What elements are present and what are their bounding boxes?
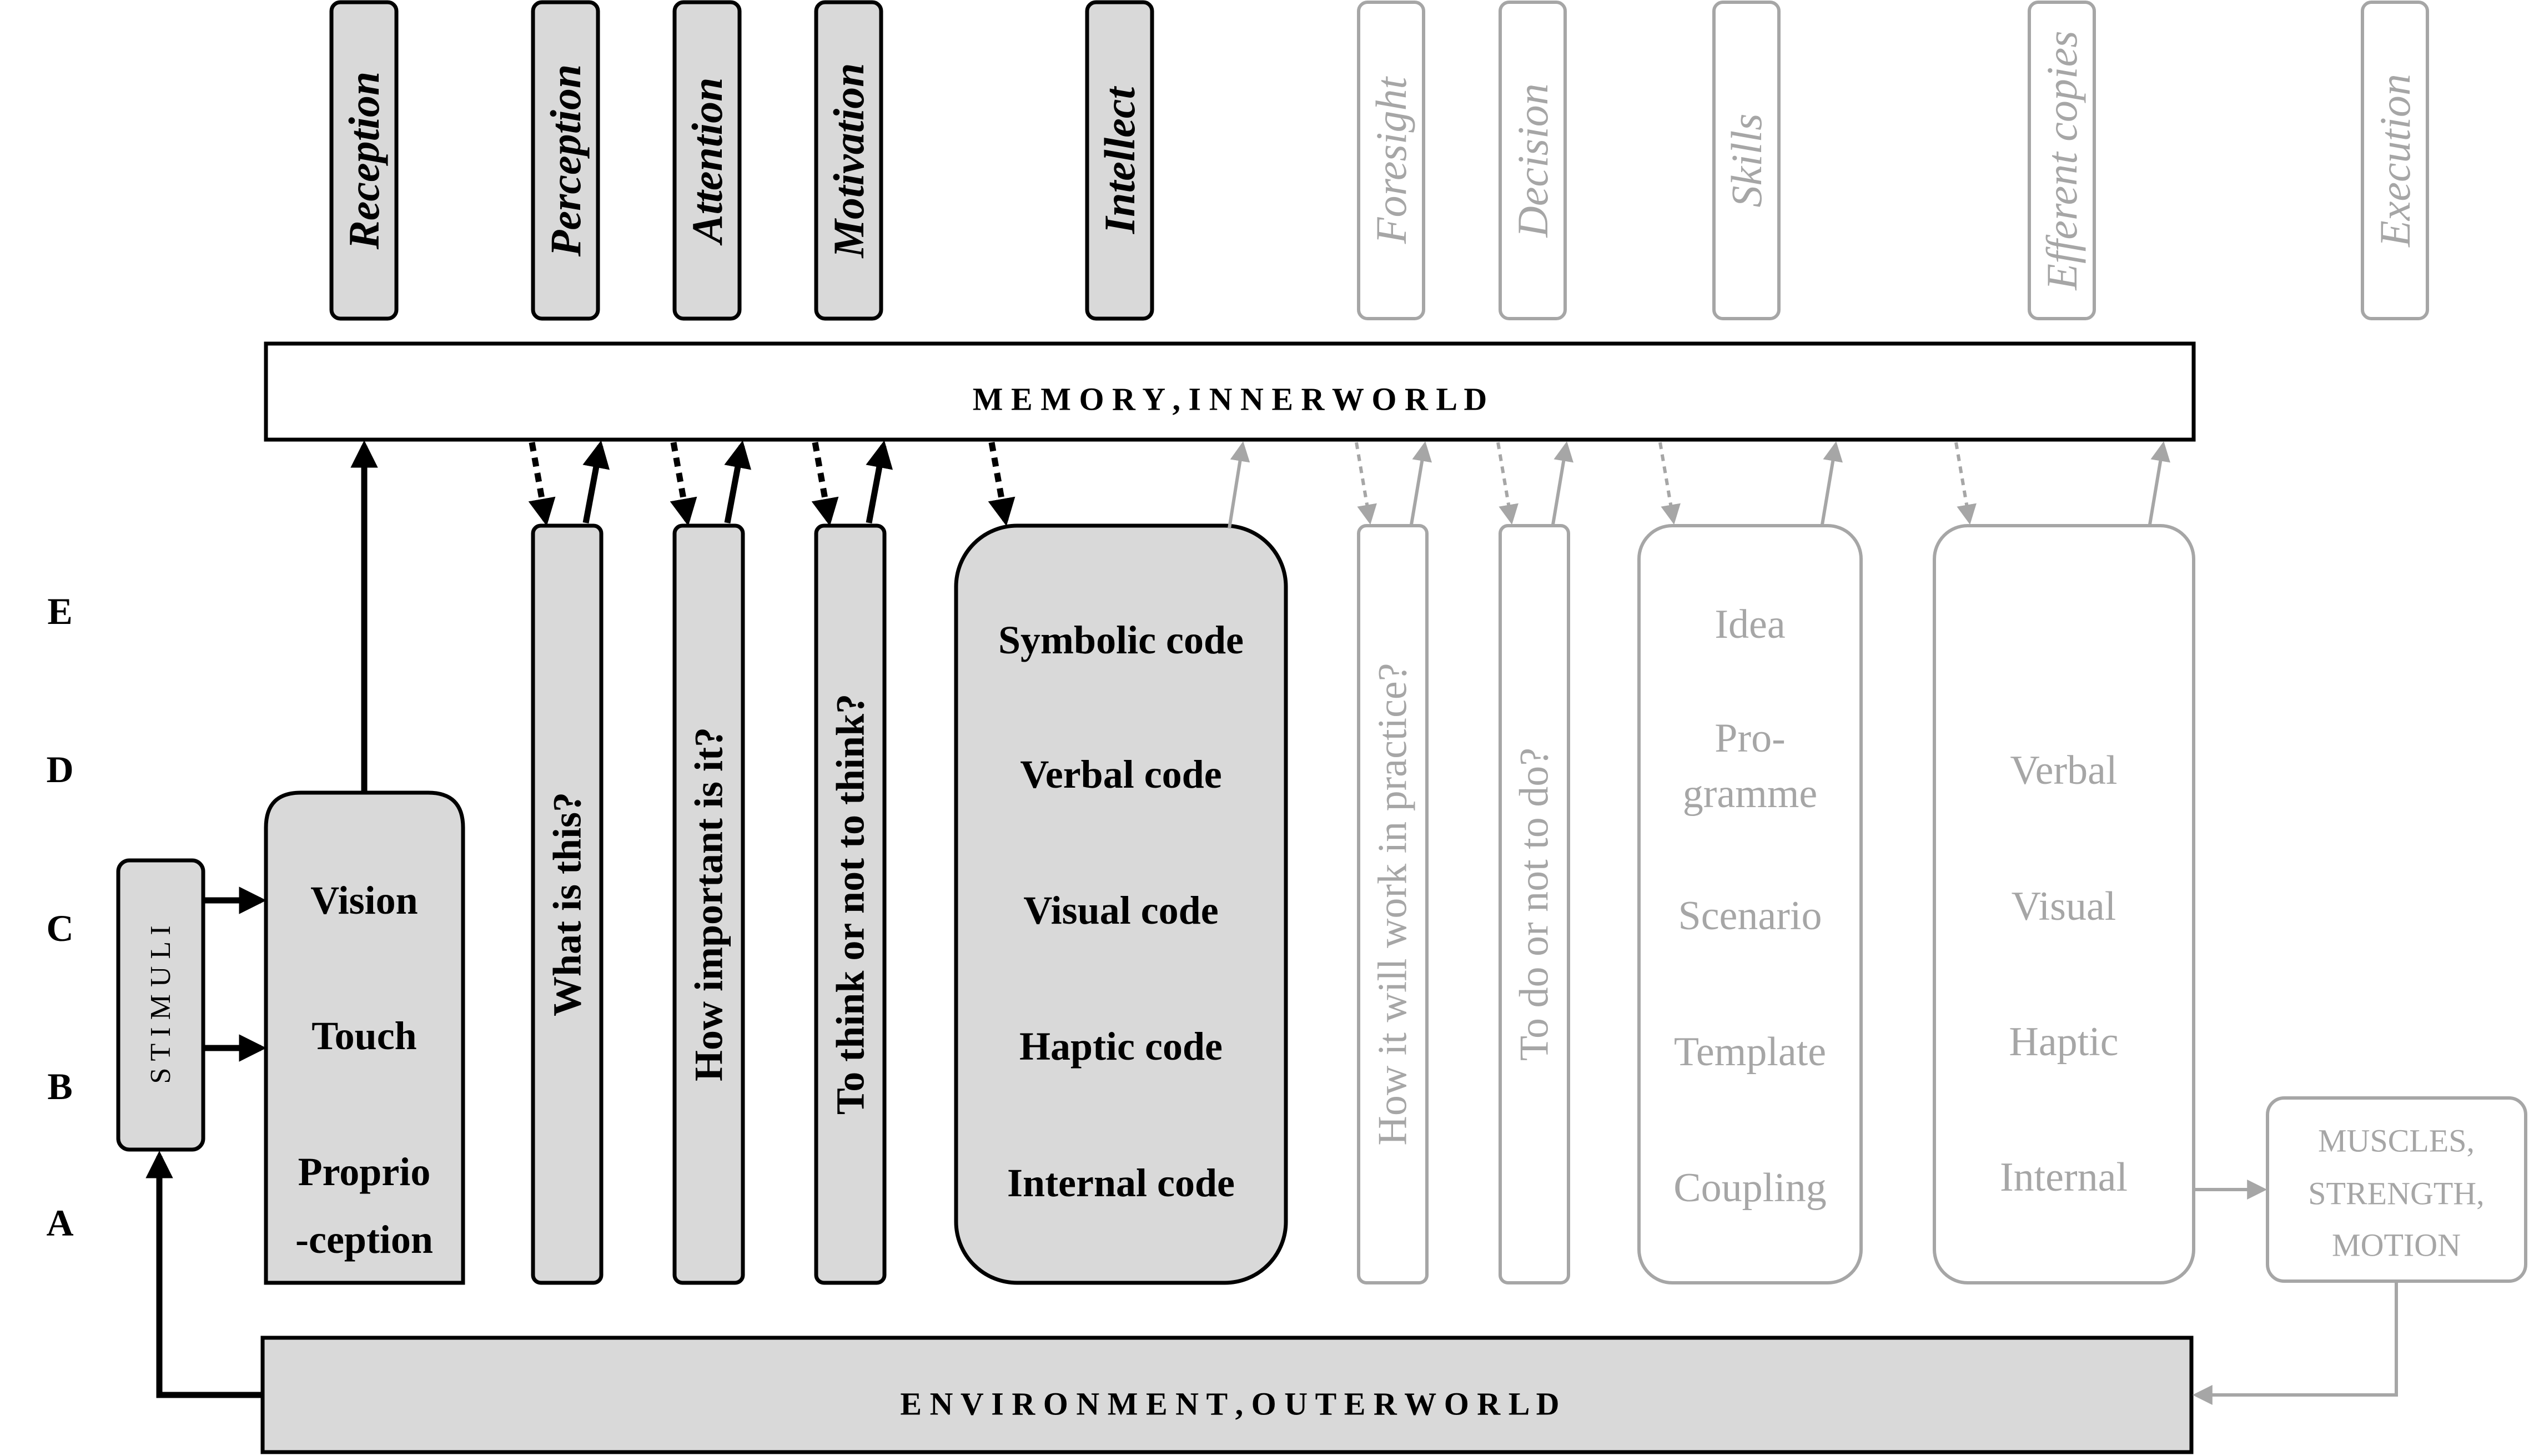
level-label-a: A (46, 1202, 73, 1244)
header-efferent-copies-label: Efferent copies (2038, 31, 2086, 290)
skills-box: Idea Pro- gramme Scenario Template Coupl… (1637, 524, 1863, 1284)
efferent-visual: Visual (2012, 884, 2116, 929)
skill-programme-line2: gramme (1683, 771, 1817, 817)
decision-question: To do or not to do? (1512, 748, 1557, 1061)
header-foresight: Foresight (1357, 1, 1425, 320)
arrow-foresight-to-memory (1410, 441, 1432, 525)
skill-template: Template (1674, 1029, 1826, 1075)
level-label-d: D (46, 748, 73, 790)
receptor-proprioception-line2: -ception (295, 1217, 433, 1262)
header-perception-label: Perception (541, 64, 590, 258)
perception-question: What is this? (545, 792, 590, 1016)
receptor-touch: Touch (311, 1014, 416, 1058)
efferent-internal: Internal (2000, 1155, 2128, 1200)
level-label-e: E (47, 590, 72, 632)
level-label-b: B (47, 1065, 72, 1107)
efferent-verbal: Verbal (2010, 748, 2117, 793)
header-execution: Execution (2361, 1, 2429, 320)
arrow-perception-to-memory (582, 440, 610, 524)
efferent-haptic: Haptic (2009, 1019, 2118, 1065)
receptor-proprioception-line1: Proprio (298, 1150, 431, 1194)
intellect-codes-box: Symbolic code Verbal code Visual code Ha… (954, 523, 1288, 1285)
perception-question-box: What is this? (531, 523, 604, 1285)
code-internal: Internal code (1007, 1161, 1235, 1205)
header-motivation: Motivation (814, 0, 883, 321)
header-skills: Skills (1712, 1, 1781, 320)
code-verbal: Verbal code (1020, 752, 1221, 797)
header-skills-label: Skills (1722, 114, 1771, 208)
arrow-skills-to-memory (1821, 441, 1843, 525)
header-attention-label: Attention (683, 77, 731, 246)
header-reception: Reception (329, 0, 399, 321)
motivation-question-box: To think or not to think? (814, 523, 887, 1285)
attention-question-box: How important is it? (672, 523, 745, 1285)
header-execution-label: Execution (2371, 74, 2419, 248)
muscles-line1: MUSCLES, (2318, 1123, 2475, 1159)
arrow-memory-to-attention (670, 442, 697, 526)
memory-band: M E M O R Y , I N N E R W O R L D (264, 341, 2196, 442)
skill-coupling: Coupling (1673, 1165, 1826, 1211)
header-decision: Decision (1499, 1, 1567, 320)
arrow-memory-to-motivation (811, 442, 839, 526)
attention-question: How important is it? (687, 727, 731, 1081)
skill-idea: Idea (1715, 602, 1785, 647)
arrow-memory-to-decision (1496, 442, 1519, 525)
header-decision-label: Decision (1509, 83, 1557, 238)
environment-band-label: E N V I R O N M E N T , O U T E R W O R … (900, 1386, 1559, 1422)
arrow-efferent-to-memory (2148, 441, 2170, 525)
level-labels: E D C B A (46, 590, 73, 1244)
arrow-memory-to-intellect (988, 442, 1015, 526)
level-label-c: C (46, 907, 73, 949)
memory-band-label: M E M O R Y , I N N E R W O R L D (973, 381, 1487, 417)
arrow-environment-to-stimuli (145, 1151, 263, 1398)
skill-scenario: Scenario (1678, 893, 1822, 939)
environment-band: E N V I R O N M E N T , O U T E R W O R … (260, 1336, 2194, 1454)
header-intellect: Intellect (1085, 0, 1154, 321)
arrow-memory-to-perception (528, 442, 556, 526)
arrow-memory-to-skills (1658, 442, 1681, 525)
arrow-attention-to-memory (724, 440, 752, 524)
arrow-decision-to-memory (1551, 441, 1573, 525)
skill-programme-line1: Pro- (1715, 716, 1785, 761)
efferent-copies-box: Verbal Visual Haptic Internal (1933, 524, 2195, 1284)
foresight-question: How it will work in practice? (1370, 663, 1416, 1145)
arrow-intellect-to-memory (1228, 441, 1250, 529)
code-visual: Visual code (1023, 888, 1218, 933)
code-haptic: Haptic code (1019, 1024, 1223, 1069)
reception-box: Vision Touch Proprio -ception (264, 790, 465, 1285)
header-motivation-label: Motivation (824, 63, 873, 259)
code-symbolic: Symbolic code (998, 618, 1244, 662)
header-reception-label: Reception (340, 72, 388, 250)
decision-question-box: To do or not to do? (1499, 524, 1570, 1284)
arrows (145, 440, 2398, 1405)
header-perception: Perception (531, 0, 600, 321)
arrow-motivation-to-memory (866, 440, 893, 524)
muscles-line2: STRENGTH, (2308, 1176, 2484, 1212)
receptor-vision: Vision (310, 878, 418, 923)
stimuli-box: S T I M U L I (116, 858, 205, 1152)
header-efferent-copies: Efferent copies (2028, 1, 2096, 320)
muscles-line3: MOTION (2332, 1227, 2461, 1263)
header-attention: Attention (672, 0, 742, 321)
motivation-question: To think or not to think? (828, 694, 873, 1115)
stimuli-label: S T I M U L I (145, 925, 177, 1084)
header-foresight-label: Foresight (1367, 75, 1415, 244)
arrow-memory-to-efferent (1954, 442, 1977, 525)
arrow-memory-to-foresight (1355, 442, 1377, 525)
foresight-question-box: How it will work in practice? (1357, 524, 1429, 1284)
arrow-muscles-to-environment (2192, 1281, 2398, 1405)
muscles-box: MUSCLES, STRENGTH, MOTION (2266, 1096, 2527, 1283)
header-intellect-label: Intellect (1095, 86, 1144, 235)
